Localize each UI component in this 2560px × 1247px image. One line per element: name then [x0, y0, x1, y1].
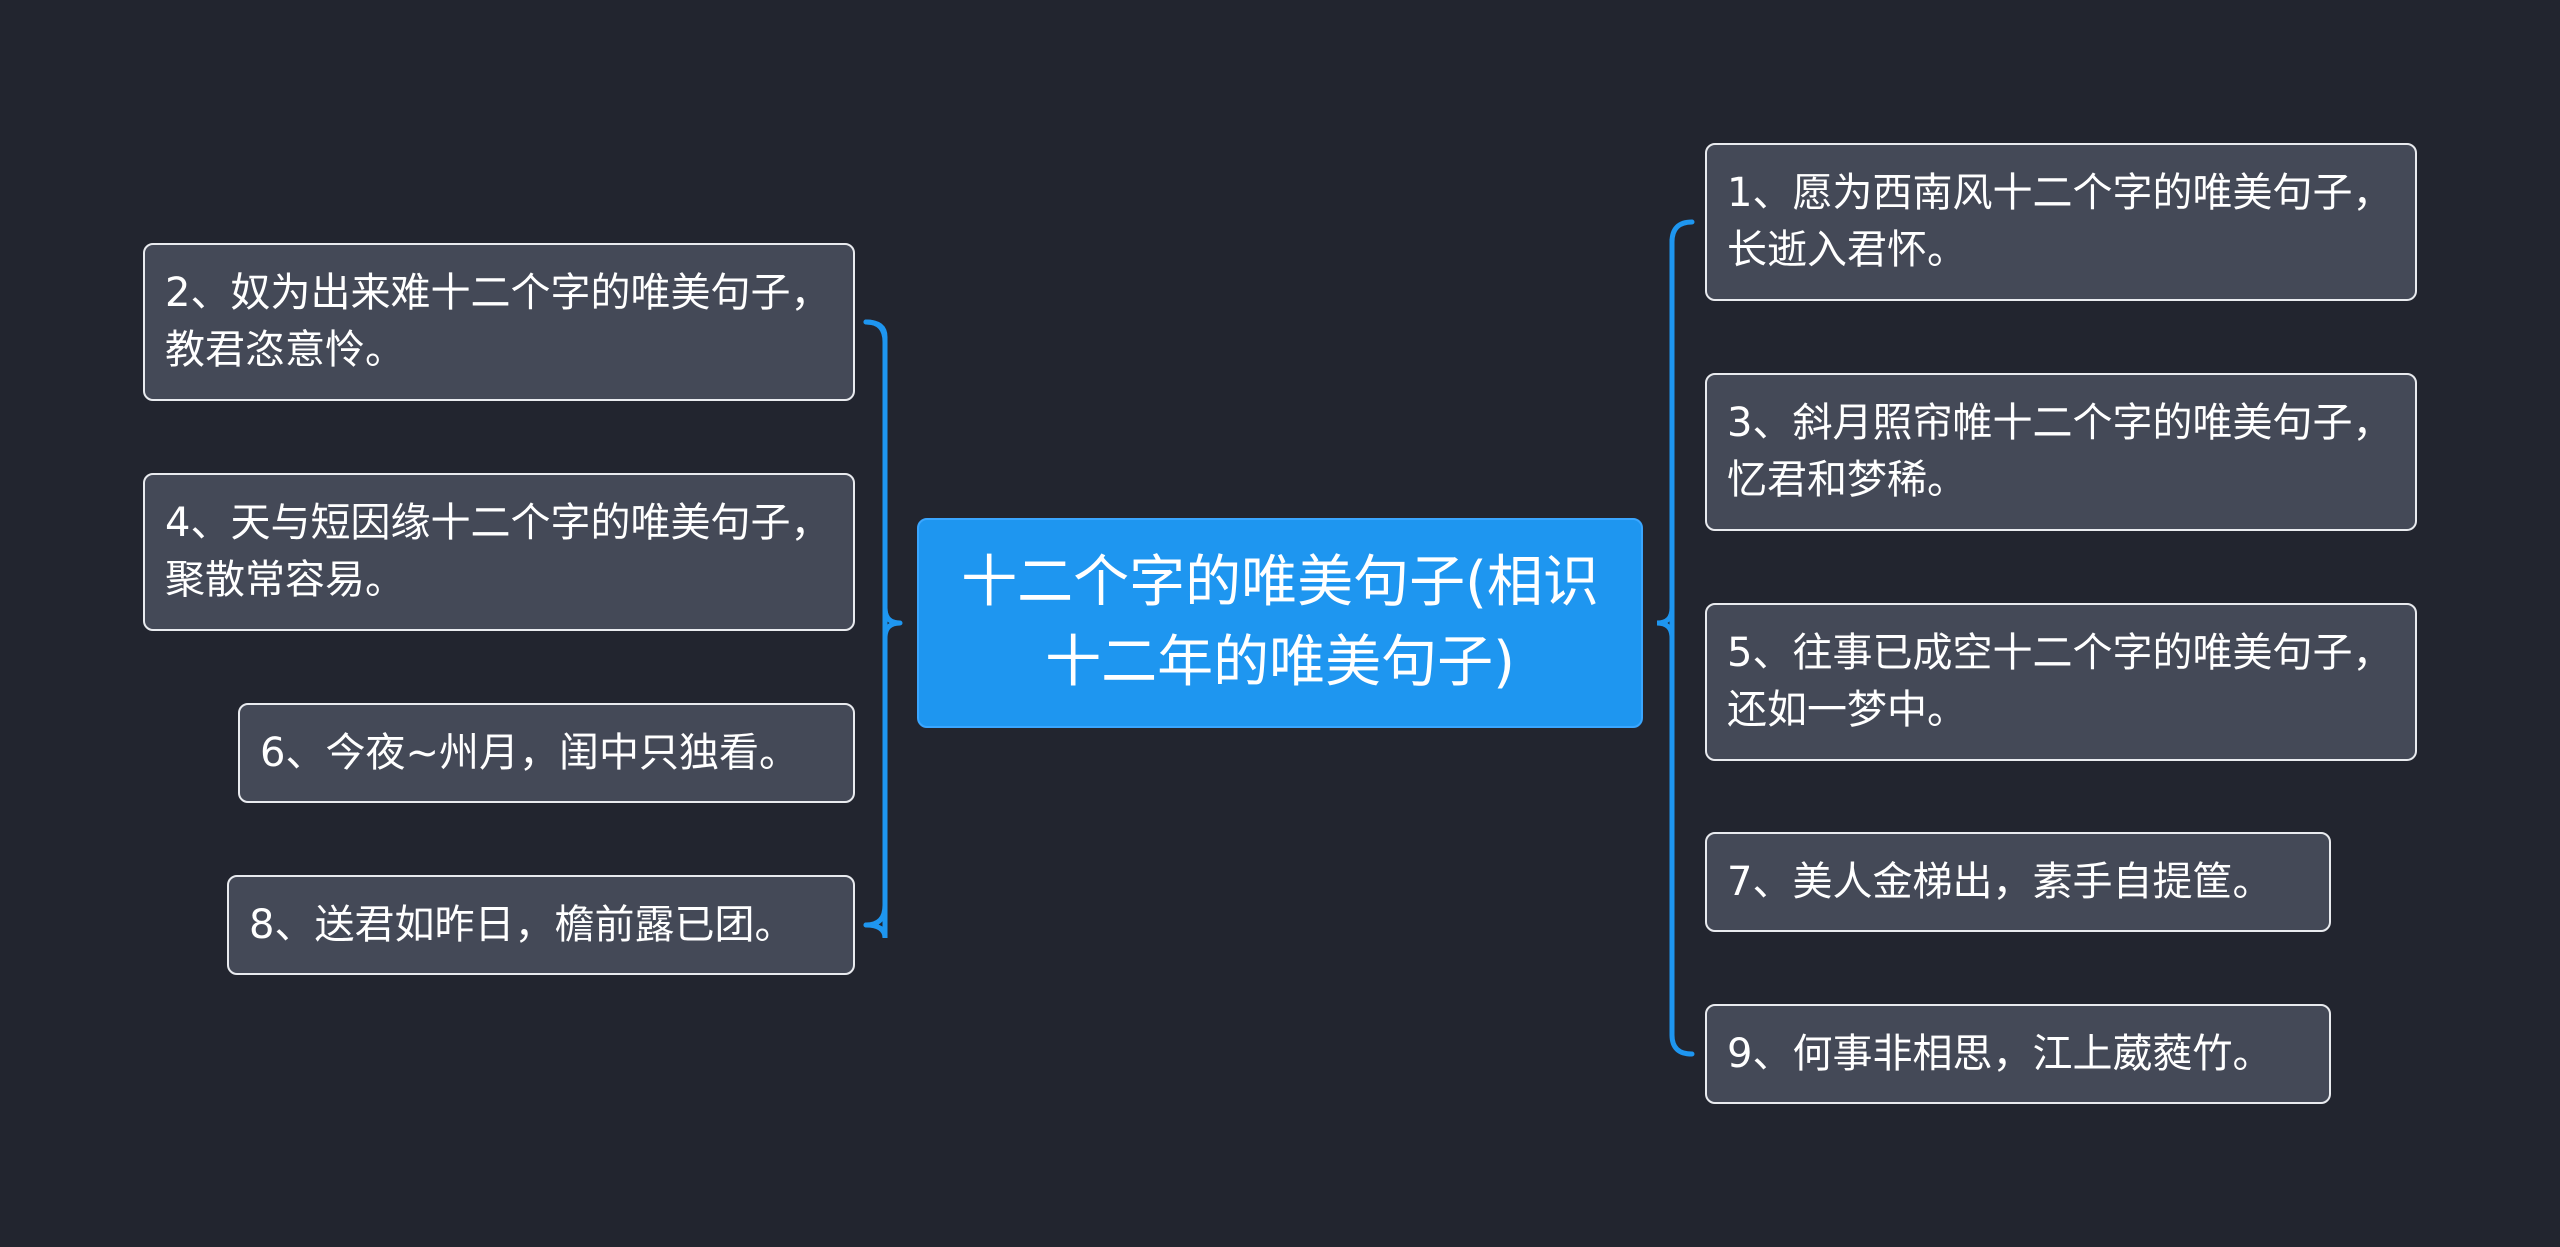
right-node-4-label: 7、美人金梯出，素手自提筐。 — [1727, 858, 2273, 905]
left-node-1[interactable]: 2、奴为出来难十二个字的唯美句子，教君恣意怜。 — [143, 243, 855, 401]
left-center-hook — [882, 605, 901, 641]
right-node-1-label: 1、愿为西南风十二个字的唯美句子，长逝入君怀。 — [1727, 170, 2393, 273]
right-node-5[interactable]: 9、何事非相思，江上葳蕤竹。 — [1705, 1004, 2331, 1104]
left-bracket-connector — [863, 319, 903, 939]
left-node-2[interactable]: 4、天与短因缘十二个字的唯美句子，聚散常容易。 — [143, 473, 855, 631]
right-branch-bottom — [1669, 1032, 1695, 1057]
central-topic[interactable]: 十二个字的唯美句子(相识十二年的唯美句子) — [917, 518, 1643, 728]
central-topic-label: 十二个字的唯美句子(相识十二年的唯美句子) — [961, 550, 1599, 695]
right-node-4[interactable]: 7、美人金梯出，素手自提筐。 — [1705, 832, 2331, 932]
left-node-3-label: 6、今夜~州月，闺中只独看。 — [260, 729, 799, 776]
right-node-1[interactable]: 1、愿为西南风十二个字的唯美句子，长逝入君怀。 — [1705, 143, 2417, 301]
right-node-2[interactable]: 3、斜月照帘帷十二个字的唯美句子，忆君和梦稀。 — [1705, 373, 2417, 531]
left-branch-bottom — [863, 902, 888, 928]
right-node-3[interactable]: 5、往事已成空十二个字的唯美句子，还如一梦中。 — [1705, 603, 2417, 761]
left-node-4-label: 8、送君如昨日，檐前露已团。 — [249, 901, 795, 948]
right-node-5-label: 9、何事非相思，江上葳蕤竹。 — [1727, 1030, 2273, 1077]
right-node-2-label: 3、斜月照帘帷十二个字的唯美句子，忆君和梦稀。 — [1727, 400, 2393, 503]
left-node-4[interactable]: 8、送君如昨日，檐前露已团。 — [227, 875, 855, 975]
left-branch-top — [863, 319, 888, 345]
left-node-3[interactable]: 6、今夜~州月，闺中只独看。 — [238, 703, 855, 803]
left-node-2-label: 4、天与短因缘十二个字的唯美句子，聚散常容易。 — [165, 500, 831, 603]
right-node-3-label: 5、往事已成空十二个字的唯美句子，还如一梦中。 — [1727, 630, 2393, 733]
right-center-hook — [1656, 605, 1675, 641]
left-node-1-label: 2、奴为出来难十二个字的唯美句子，教君恣意怜。 — [165, 270, 831, 373]
right-branch-top — [1669, 219, 1695, 245]
